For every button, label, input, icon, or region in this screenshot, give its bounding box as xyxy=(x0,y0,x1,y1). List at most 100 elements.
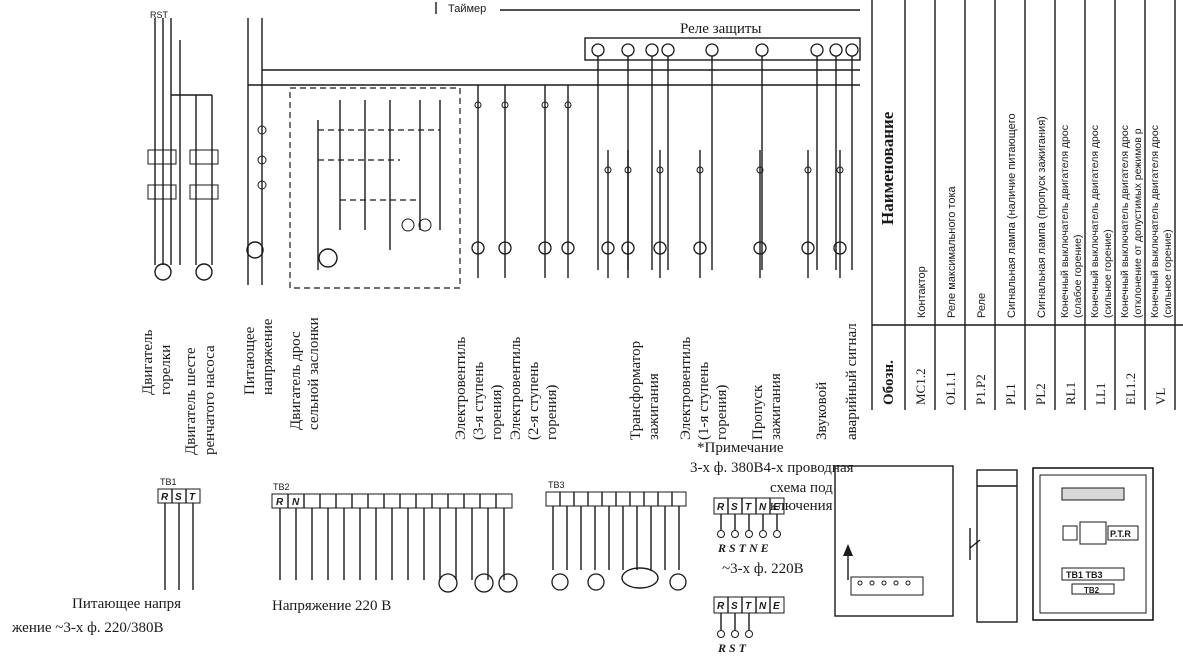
legend-row: Конечный выключатель двигателя дрос(откл… xyxy=(1114,0,1144,410)
svg-text:Конечный выключатель двигателя: Конечный выключатель двигателя дрос xyxy=(1149,125,1161,318)
burner-motor-circuit: RST xyxy=(147,10,177,281)
svg-text:аварийный сигнал: аварийный сигнал xyxy=(844,323,860,440)
svg-text:горения): горения) xyxy=(489,385,505,440)
svg-text:Звуковой: Звуковой xyxy=(814,382,830,440)
legend-row: Конечный выключатель двигателя дрос(силь… xyxy=(1084,0,1114,410)
svg-text:S: S xyxy=(731,601,738,612)
svg-text:Реле: Реле xyxy=(976,293,988,318)
svg-text:PL2: PL2 xyxy=(1033,383,1048,405)
svg-text:R: R xyxy=(717,502,725,513)
voltage-220-label: Напряжение 220 В xyxy=(272,598,391,614)
svg-text:Электровентиль: Электровентиль xyxy=(678,337,694,440)
svg-text:RL1: RL1 xyxy=(1063,382,1078,405)
legend-header-name: Наименование xyxy=(878,111,897,225)
svg-text:E: E xyxy=(773,502,780,513)
svg-text:RST: RST xyxy=(150,10,169,20)
svg-text:горения): горения) xyxy=(544,385,560,440)
svg-text:Электровентиль: Электровентиль xyxy=(453,337,469,440)
svg-text:Конечный выключатель двигателя: Конечный выключатель двигателя дрос xyxy=(1059,125,1071,318)
svg-text:Питающее: Питающее xyxy=(242,326,258,395)
relay-box-title: Реле защиты xyxy=(680,21,762,37)
svg-text:напряжение: напряжение xyxy=(260,318,276,395)
svg-text:T: T xyxy=(189,492,196,503)
svg-text:N: N xyxy=(292,497,300,508)
svg-text:горения): горения) xyxy=(714,385,730,440)
terminal-block-tb3: TB3 xyxy=(545,480,687,591)
supply-label-line2: жение ~3-х ф. 220/380В xyxy=(11,620,164,636)
throttle-motor-box xyxy=(289,87,461,289)
svg-text:Трансформатор: Трансформатор xyxy=(628,341,644,440)
svg-text:OL1.1: OL1.1 xyxy=(943,371,958,405)
legend-row: Конечный выключатель двигателя дрос(силь… xyxy=(1144,0,1174,410)
svg-text:R: R xyxy=(717,601,725,612)
svg-text:зажигания: зажигания xyxy=(646,373,662,440)
note-line-1: 3-х ф. 380В4-х проводная xyxy=(690,460,854,476)
svg-text:EL1.2: EL1.2 xyxy=(1123,373,1138,405)
svg-text:зажигания: зажигания xyxy=(768,373,784,440)
svg-text:Двигатель: Двигатель xyxy=(140,330,156,395)
rst-top-label: R S T N E xyxy=(717,541,769,555)
svg-text:горелки: горелки xyxy=(158,345,174,395)
supply-voltage-circuit xyxy=(246,18,267,285)
enclosure-panel-view: P.T.R TB1 TB3 TB2 xyxy=(1032,467,1154,621)
svg-text:TB1: TB1 xyxy=(160,477,177,487)
svg-text:N: N xyxy=(759,601,767,612)
note-220-label: ~3-х ф. 220В xyxy=(722,561,804,577)
enclosure-front-view xyxy=(834,465,954,617)
svg-text:(сильное горение): (сильное горение) xyxy=(1102,229,1114,318)
svg-text:Сигнальная лампа (наличие пита: Сигнальная лампа (наличие питающего xyxy=(1006,113,1018,318)
svg-text:P1.P2: P1.P2 xyxy=(973,374,988,405)
supply-label-line1: Питающее напря xyxy=(72,596,181,612)
legend-header-code: Обозн. xyxy=(881,360,897,405)
panel-tb-a-label: TB1 TB3 xyxy=(1066,570,1103,580)
panel-tb-b-label: TB2 xyxy=(1084,586,1100,595)
note-line-3: ключения xyxy=(770,498,833,514)
svg-text:VL: VL xyxy=(1153,388,1168,405)
pump-motor-symbol xyxy=(195,263,213,281)
svg-text:PL1: PL1 xyxy=(1003,383,1018,405)
svg-text:T: T xyxy=(745,502,752,513)
top-fragment-label: Таймер xyxy=(448,3,486,15)
svg-text:(2-я ступень: (2-я ступень xyxy=(526,362,542,440)
svg-text:(3-я ступень: (3-я ступень xyxy=(471,362,487,440)
svg-text:S: S xyxy=(175,492,182,503)
svg-text:T: T xyxy=(745,601,752,612)
svg-text:Конечный выключатель двигателя: Конечный выключатель двигателя дрос xyxy=(1119,125,1131,318)
vertical-label-10: Звуковой xyxy=(814,382,830,440)
svg-text:MC1.2: MC1.2 xyxy=(913,369,928,405)
vertical-label-11: аварийный сигнал xyxy=(844,323,860,440)
legend-row: Сигнальная лампа (пропуск зажигания) PL2 xyxy=(1024,0,1048,410)
burner-motor-symbol xyxy=(154,263,172,281)
svg-text:Двигатель дрос: Двигатель дрос xyxy=(288,331,304,430)
svg-text:Двигатель шесте: Двигатель шесте xyxy=(183,347,199,455)
svg-text:N: N xyxy=(759,502,767,513)
svg-text:(отклонение от допустимых режи: (отклонение от допустимых режимов р xyxy=(1132,128,1144,318)
pilot-lamp-symbol xyxy=(246,241,264,259)
protection-relay-box: Реле защиты xyxy=(584,21,861,270)
svg-text:TB2: TB2 xyxy=(273,482,290,492)
svg-text:Электровентиль: Электровентиль xyxy=(508,337,524,440)
svg-text:R: R xyxy=(276,497,284,508)
rst-bottom-label: R S T xyxy=(717,641,747,655)
svg-text:Сигнальная лампа (пропуск зажи: Сигнальная лампа (пропуск зажигания) xyxy=(1036,116,1048,318)
svg-text:Конечный выключатель двигателя: Конечный выключатель двигателя дрос xyxy=(1089,125,1101,318)
svg-text:R: R xyxy=(161,492,169,503)
svg-text:ренчатого насоса: ренчатого насоса xyxy=(202,345,218,455)
svg-text:(сильное горение): (сильное горение) xyxy=(1162,229,1174,318)
svg-text:E: E xyxy=(773,601,780,612)
